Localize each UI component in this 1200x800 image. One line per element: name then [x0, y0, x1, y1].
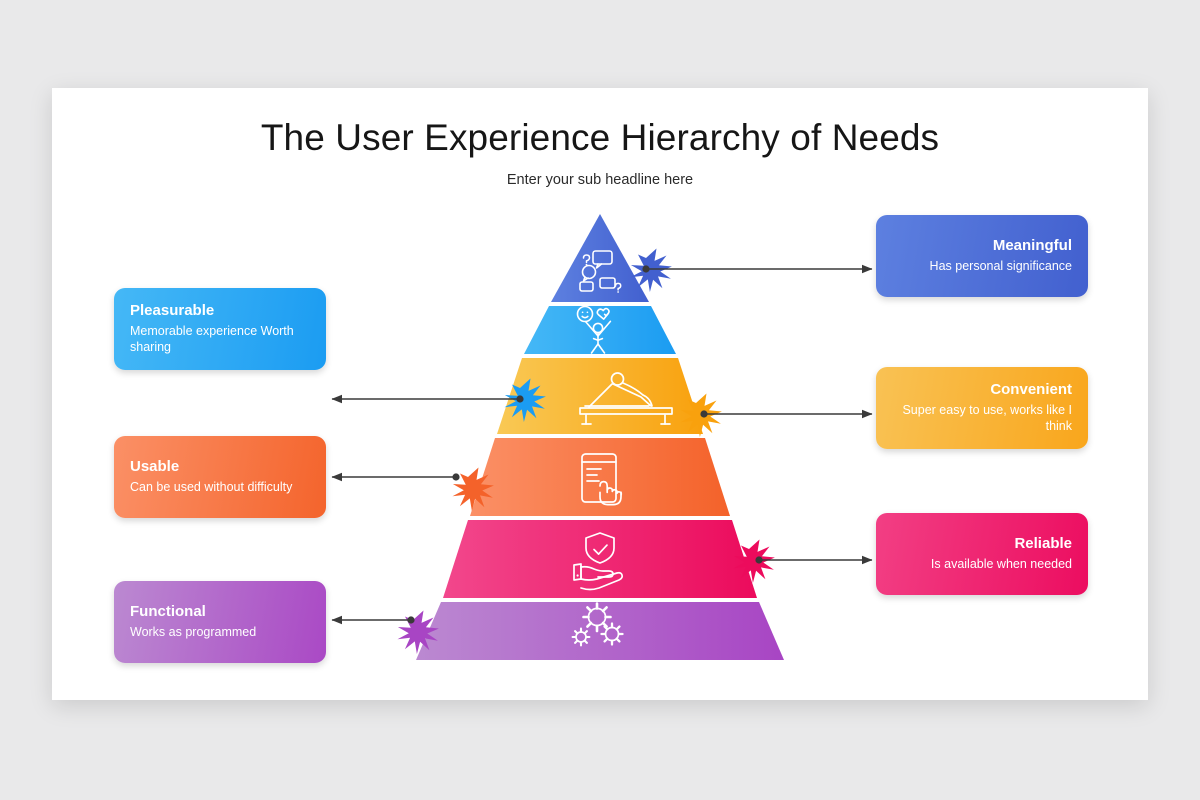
label-card-title: Reliable: [1014, 535, 1072, 553]
connector-anchor-dots: [407, 265, 763, 624]
burst-pleasurable: [504, 378, 546, 423]
slide-canvas: The User Experience Hierarchy of Needs E…: [52, 88, 1148, 700]
burst-usable: [452, 467, 494, 512]
page-subtitle: Enter your sub headline here: [506, 172, 694, 188]
pyramid-level-usable[interactable]: [470, 438, 730, 516]
label-card-reliable[interactable]: Reliable Is available when needed: [876, 513, 1088, 595]
burst-reliable: [733, 539, 775, 583]
label-card-desc: Super easy to use, works like I think: [902, 402, 1072, 434]
label-card-desc: Can be used without difficulty: [130, 480, 293, 495]
label-card-functional[interactable]: Functional Works as programmed: [114, 581, 326, 663]
lounge-chair-relax-icon: [579, 372, 673, 425]
pyramid-level-meaningful[interactable]: [551, 214, 649, 302]
gears-icon: [571, 602, 624, 647]
pyramid-level-pleasurable[interactable]: [524, 305, 676, 354]
label-card-title: Usable: [130, 458, 180, 476]
person-smiley-heart-icon: [576, 305, 612, 354]
label-card-desc: Works as programmed: [130, 625, 257, 640]
pyramid-level-functional[interactable]: [416, 602, 784, 660]
pyramid-level-reliable[interactable]: [443, 520, 757, 598]
label-card-desc: Is available when needed: [930, 557, 1072, 572]
speech-bubbles-question-icon: [579, 250, 622, 293]
label-card-meaningful[interactable]: Meaningful Has personal significance: [876, 215, 1088, 297]
label-card-title: Functional: [130, 603, 206, 621]
phone-tap-hand-icon: [581, 453, 623, 506]
label-card-desc: Has personal significance: [929, 259, 1072, 274]
label-card-pleasurable[interactable]: Pleasurable Memorable experience Worth s…: [114, 288, 326, 370]
label-card-title: Meaningful: [992, 237, 1072, 255]
label-card-usable[interactable]: Usable Can be used without difficulty: [114, 436, 326, 518]
label-card-title: Convenient: [990, 381, 1072, 399]
page-title: The User Experience Hierarchy of Needs: [260, 117, 940, 158]
shield-check-hand-icon: [573, 532, 624, 591]
burst-functional: [397, 610, 439, 654]
burst-convenient: [680, 393, 722, 437]
pyramid-level-convenient[interactable]: [497, 358, 703, 434]
label-card-title: Pleasurable: [130, 302, 215, 320]
burst-meaningful: [630, 248, 672, 292]
label-card-desc: Memorable experience Worth sharing: [130, 323, 294, 355]
label-card-convenient[interactable]: Convenient Super easy to use, works like…: [876, 367, 1088, 449]
